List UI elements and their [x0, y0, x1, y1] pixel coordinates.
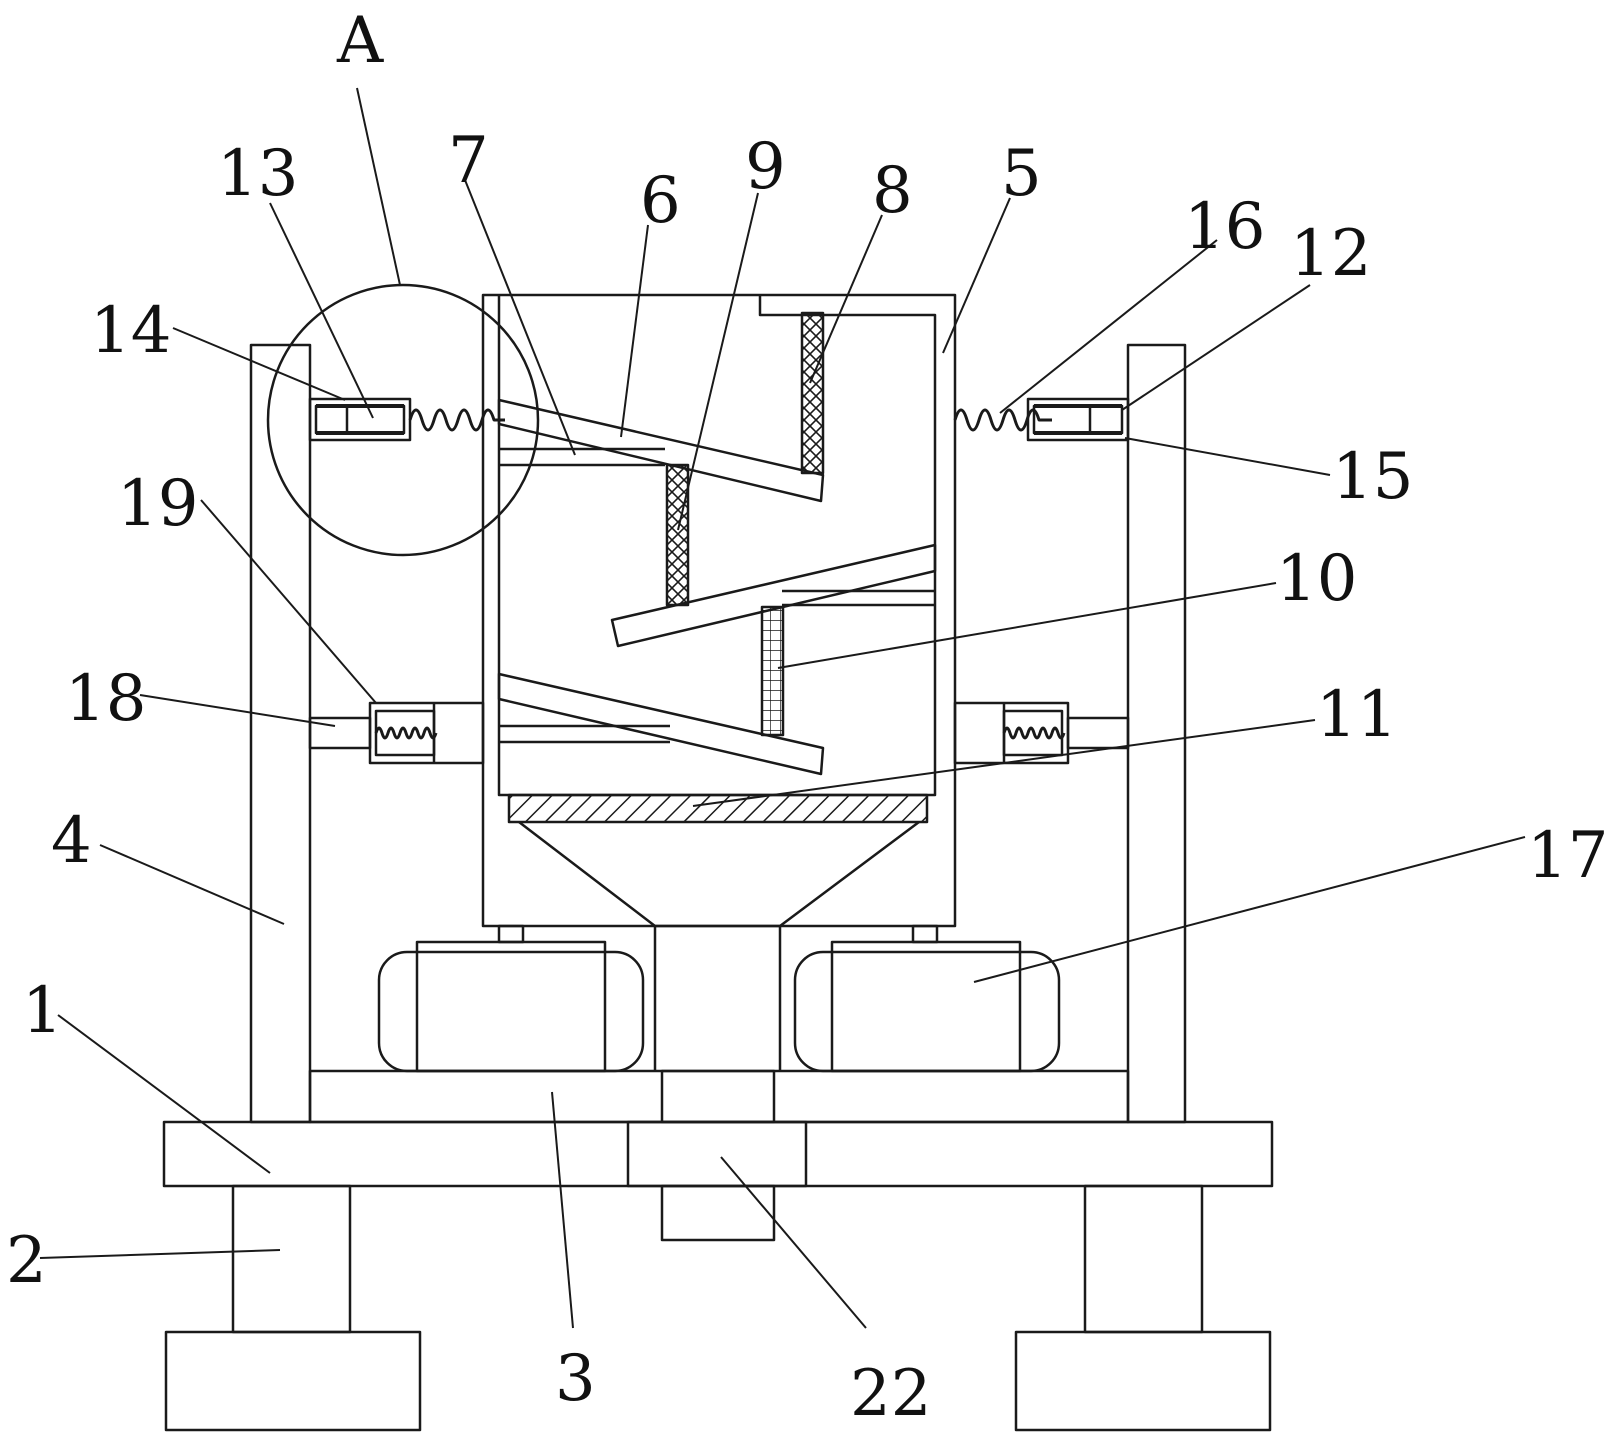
outlet-pipe: [653, 926, 782, 1071]
label-a: A: [336, 4, 384, 78]
outlet-block: [626, 1069, 808, 1242]
label-8: 8: [872, 154, 913, 228]
motor-left: [377, 924, 645, 1073]
post-left: [249, 343, 312, 1124]
mesh-column-9: [665, 463, 690, 607]
upper-left-damper: [308, 397, 505, 442]
label-14: 14: [90, 294, 171, 368]
lower-plate-support: [499, 724, 670, 744]
detail-circle-a: [266, 283, 540, 557]
label-9: 9: [745, 130, 786, 204]
filter-screen: [507, 793, 929, 824]
middle-plate-support: [782, 589, 935, 607]
post-right: [1126, 343, 1187, 1124]
motor-right: [793, 924, 1061, 1073]
label-13: 13: [217, 137, 298, 211]
label-19: 19: [117, 467, 198, 541]
lower-right-damper: [953, 701, 1130, 765]
tank-outer: [481, 293, 957, 928]
upper-right-damper: [953, 397, 1130, 442]
label-15: 15: [1332, 440, 1413, 514]
label-2: 2: [6, 1224, 47, 1298]
upper-inclined-plate: [497, 398, 825, 503]
label-16: 16: [1184, 190, 1265, 264]
label-5: 5: [1001, 137, 1042, 211]
label-7: 7: [448, 124, 489, 198]
label-3: 3: [555, 1342, 596, 1416]
grid-column-10: [760, 605, 785, 737]
lower-left-damper: [308, 701, 485, 765]
label-18: 18: [65, 662, 146, 736]
label-17: 17: [1527, 819, 1608, 893]
lower-inclined-plate: [497, 672, 825, 776]
mesh-column-8: [800, 311, 825, 475]
label-6: 6: [640, 164, 681, 238]
labels: A 13 14 7 6 9 8 5 16 12 15 19 10 18 11 4…: [6, 4, 1608, 1431]
label-11: 11: [1316, 678, 1397, 752]
leader-lines: [39, 87, 1526, 1329]
base-plate: [162, 1120, 1274, 1188]
label-22: 22: [850, 1357, 931, 1431]
label-10: 10: [1276, 542, 1357, 616]
foot-left: [164, 1184, 422, 1432]
middle-inclined-plate: [610, 543, 937, 648]
hopper-cone: [518, 820, 920, 928]
label-12: 12: [1290, 217, 1371, 291]
label-1: 1: [22, 974, 63, 1048]
upper-plate-support: [499, 447, 665, 467]
lower-platform: [308, 1069, 1130, 1124]
label-4: 4: [51, 804, 92, 878]
foot-right: [1014, 1184, 1272, 1432]
